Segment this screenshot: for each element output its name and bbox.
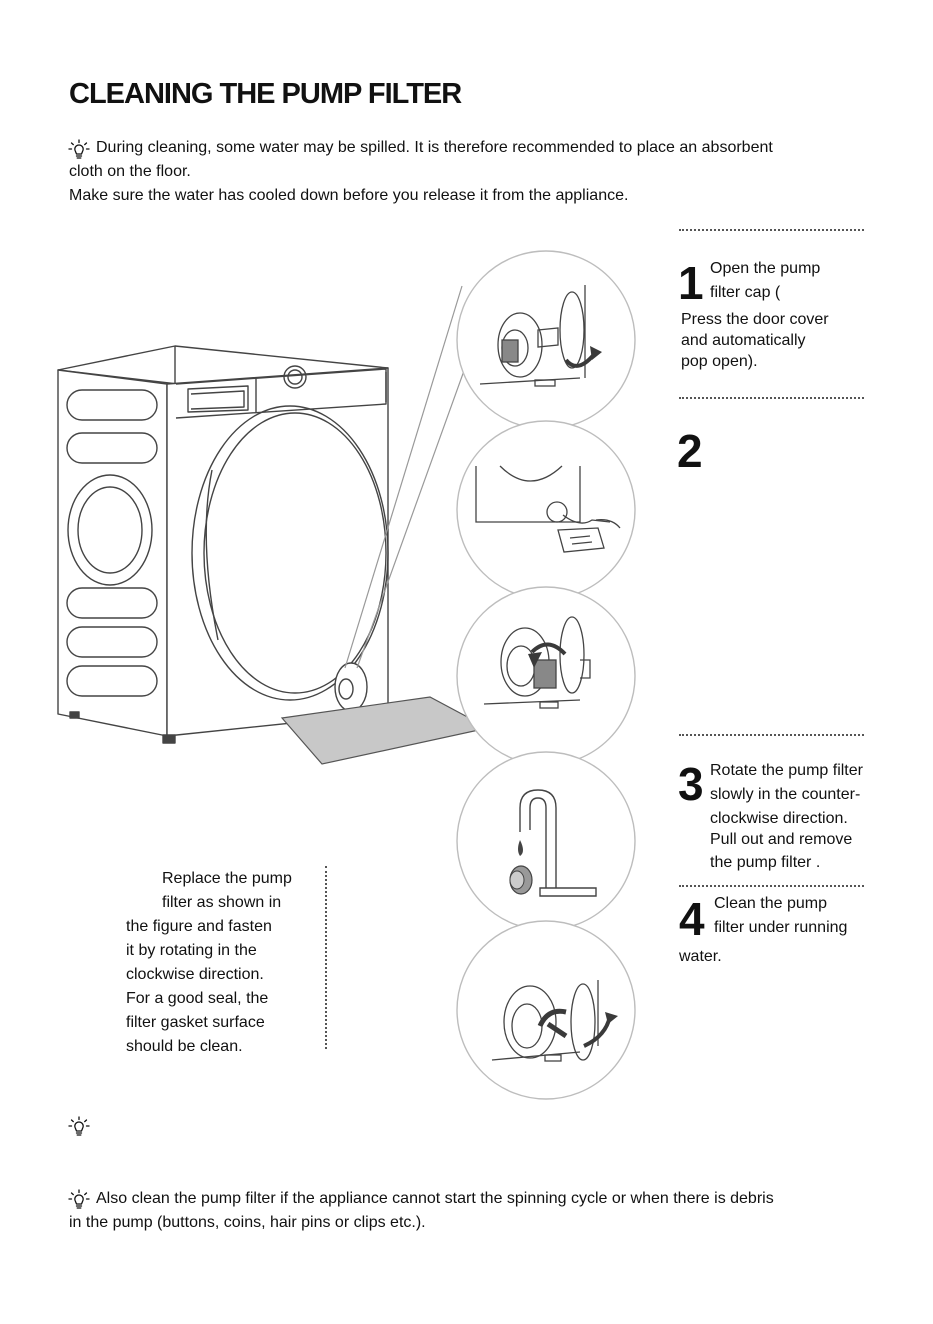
step-5-text-line2: filter as shown in (162, 894, 282, 911)
step-divider (679, 885, 864, 887)
step-5-text-line1: Replace the pump (162, 870, 292, 887)
lightbulb-icon (68, 1116, 90, 1136)
step-3-number: 3 (678, 758, 704, 810)
washing-machine-illustration (57, 250, 636, 1100)
step-divider (679, 229, 864, 231)
lightbulb-icon (68, 1189, 90, 1209)
step-4-text-line2: filter under running (714, 919, 848, 936)
step-3-text-line3: clockwise direction. (710, 810, 848, 827)
step-3-text-line5-tail: . (815, 854, 821, 871)
step-1-text-line1: Open the pump (710, 260, 821, 277)
step-3-text-line1: Rotate the pump filter (710, 762, 863, 779)
step-1-text-line3: Press the door cover (681, 311, 829, 328)
step-divider (679, 734, 864, 736)
page-title: CLEANING THE PUMP FILTER (69, 78, 462, 110)
step-5-text-line5: clockwise direction. (126, 966, 264, 983)
lightbulb-icon (68, 139, 90, 159)
step-1-text-line5: pop open). (681, 353, 758, 370)
step-5-text-line4: it by rotating in the (126, 942, 257, 959)
step-divider (679, 397, 864, 399)
step-5-text-line8: should be clean. (126, 1038, 243, 1055)
step-3-text-line5-main: the pump filter (710, 854, 812, 871)
step-5-divider (325, 866, 327, 1049)
step-1-number: 1 (678, 257, 704, 309)
step-5-text-line6: For a good seal, the (126, 990, 269, 1007)
step-1-text-line2: filter cap ( (710, 284, 781, 301)
step-2-number: 2 (677, 425, 703, 477)
step-3-text-line4: Pull out and remove (710, 831, 853, 848)
bottom-tip-line1: Also clean the pump filter if the applia… (96, 1190, 774, 1207)
step-4-text-line1: Clean the pump (714, 895, 827, 912)
step-5-text-line3: the figure and fasten (126, 918, 272, 935)
step-5-text-line7: filter gasket surface (126, 1014, 265, 1031)
step-3-text-line5: the pump filter . (710, 851, 820, 874)
bottom-tip-line2: in the pump (buttons, coins, hair pins o… (69, 1214, 426, 1231)
tip-text-line1: During cleaning, some water may be spill… (96, 139, 773, 156)
step-3-text-line2: slowly in the counter- (710, 786, 861, 803)
tip-text-line2: cloth on the floor. (69, 163, 191, 180)
step-4-number: 4 (679, 893, 705, 945)
step-4-text-line3: water. (679, 948, 722, 965)
step-1-text-line4: and automatically (681, 332, 806, 349)
cooling-note: Make sure the water has cooled down befo… (69, 187, 629, 204)
